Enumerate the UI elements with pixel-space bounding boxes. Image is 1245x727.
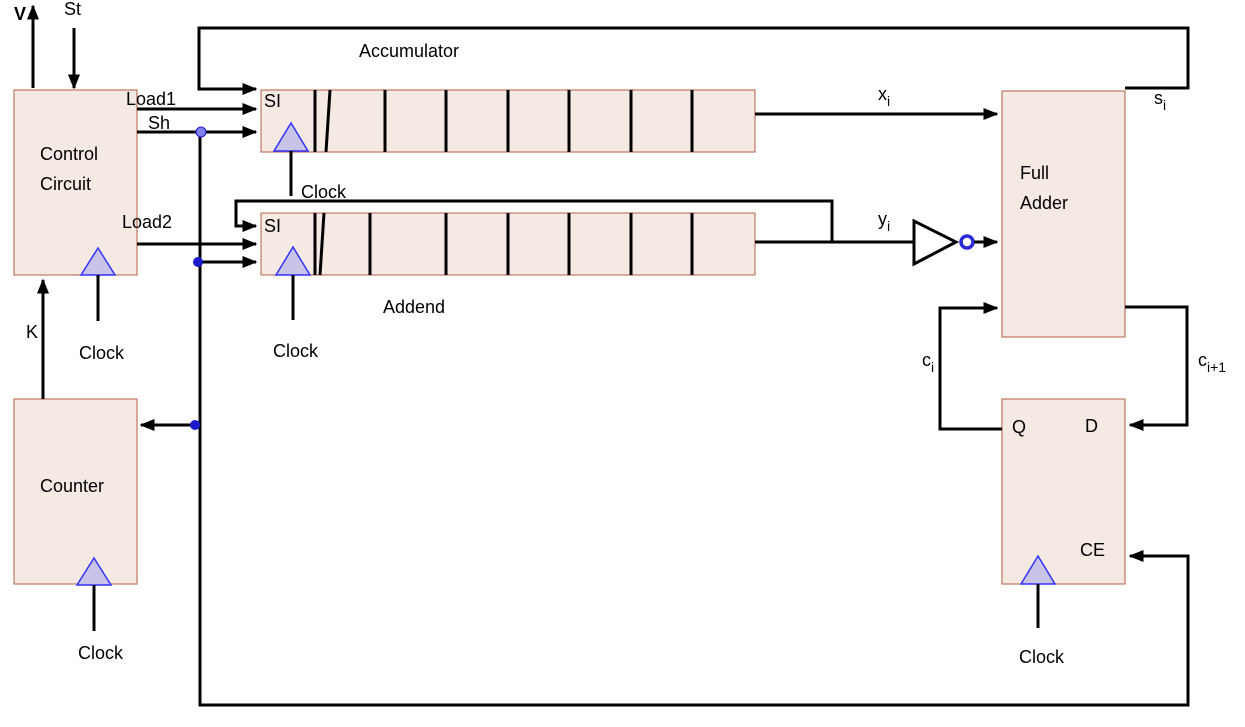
sh-junction-dot [195, 126, 207, 138]
load1-label: Load1 [126, 89, 176, 109]
carry-out-wire [1125, 305, 1189, 431]
flip-flop-clock-label: Clock [1019, 647, 1065, 667]
s-i-label: si [1154, 88, 1166, 113]
st-label: St [64, 0, 81, 19]
q-label: Q [1012, 417, 1026, 437]
sum-feedback-wire [197, 26, 1190, 95]
counter-junction-dot [190, 420, 200, 430]
counter-clock-label: Clock [78, 643, 124, 663]
control-clock-label: Clock [79, 343, 125, 363]
addend-rotate-wire [234, 199, 834, 242]
load2-label: Load2 [122, 212, 172, 232]
addend-clock-label: Clock [273, 341, 319, 361]
inverter-bubble [959, 234, 975, 250]
accumulator-label: Accumulator [359, 41, 459, 61]
shift-register-clock-label: Clock [301, 182, 347, 202]
x-i-label: xi [878, 84, 890, 109]
sh-label: Sh [148, 113, 170, 133]
control-circuit-block [13, 89, 138, 276]
addend-label: Addend [383, 297, 445, 317]
full-adder-label-line2: Adder [1020, 193, 1068, 213]
addend-bit-dividers [313, 212, 694, 276]
addend-junction-dot [193, 257, 203, 267]
addend-si-label: SI [264, 216, 281, 236]
carry-in-wire [938, 302, 1002, 431]
accumulator-si-label: SI [264, 91, 281, 111]
carry-flip-flop-block [1001, 398, 1126, 585]
k-label: K [26, 322, 38, 342]
v-label: V [14, 4, 26, 24]
y-i-label: yi [878, 209, 890, 234]
c-next-label: ci+1 [1198, 350, 1226, 375]
c-i-label: ci [922, 350, 934, 375]
counter-block [13, 398, 138, 585]
inverter-triangle [912, 218, 960, 267]
full-adder-block [1001, 90, 1126, 338]
full-adder-label-line1: Full [1020, 163, 1049, 183]
accumulator-bit-dividers [313, 89, 694, 153]
control-label-line2: Circuit [40, 174, 91, 194]
counter-label: Counter [40, 476, 104, 496]
control-label-line1: Control [40, 144, 98, 164]
ce-label: CE [1080, 540, 1105, 560]
sh-bus-wire [198, 133, 1190, 707]
d-label: D [1085, 416, 1098, 436]
